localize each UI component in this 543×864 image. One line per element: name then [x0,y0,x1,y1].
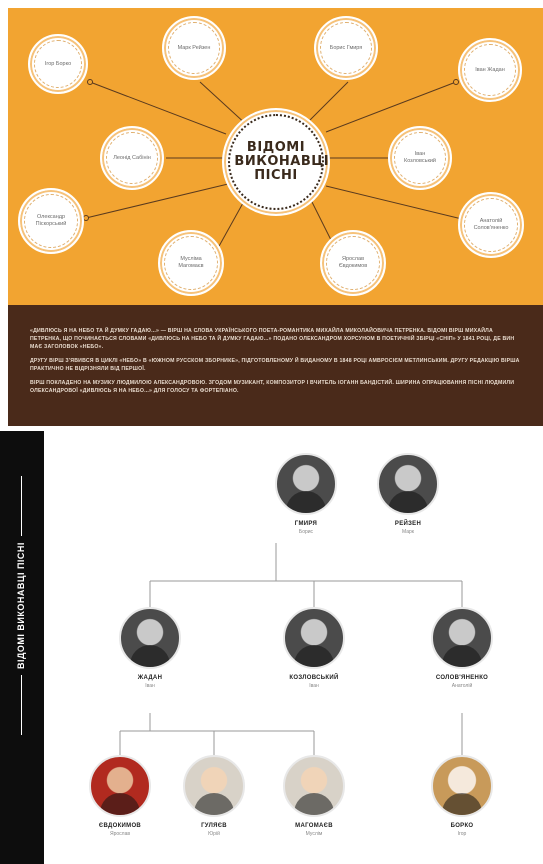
center-title: ВІДОМІ ВИКОНАВЦІ ПІСНІ [234,140,330,183]
info-paragraph: «Дивлюсь я на небо та й думку гадаю...» … [30,328,515,350]
person-borko: БОРКО Ігор [422,755,502,837]
node-kozlovsky: Іван Козловський [388,126,452,190]
portrait-photo [275,453,337,515]
portrait-photo [283,755,345,817]
node-reizen: Марк Рейзен [162,16,226,80]
person-yevdokymov: ЄВДОКИМОВ Ярослав [80,755,160,837]
node-label: Марк Рейзен [177,44,211,51]
portrait-photo [183,755,245,817]
person-surname: МАГОМАЄВ [295,823,333,829]
mindmap-links [85,81,467,249]
person-first-name: Марк [402,529,414,535]
link-joint [87,79,93,85]
node-zhadan: Іван Жадан [458,38,522,102]
person-surname: ЖАДАН [137,675,163,681]
person-magomaev: МАГОМАЄВ Муслім [274,755,354,837]
person-kozlovsky: КОЗЛОВСЬКИЙ Іван [274,607,354,689]
node-label: Іван Жадан [475,66,505,73]
node-borko: Ігор Борко [28,34,88,94]
portrait-photo [119,607,181,669]
info-text-band: «Дивлюсь я на небо та й думку гадаю...» … [8,305,543,426]
portrait-photo [431,755,493,817]
performers-tree: ГМИРЯ Борис РЕЙЗЕН Марк ЖАДАН Іван КОЗЛО… [44,431,543,864]
person-first-name: Ярослав [109,831,131,837]
person-first-name: Іван [309,683,319,689]
node-solovianenko: Анатолій Солов'яненко [458,192,524,258]
person-reizen: РЕЙЗЕН Марк [368,453,448,535]
person-zhadan: ЖАДАН Іван [110,607,190,689]
center-node: ВІДОМІ ВИКОНАВЦІ ПІСНІ [222,108,330,216]
link-joint [453,79,459,85]
side-title-band: ВІДОМІ ВИКОНАВЦІ ПІСНІ [0,431,44,864]
node-label: Ярослав Євдокимов [338,256,368,269]
info-paragraph: Другу вірш з'явився в циклі «Небо» в «Юж… [30,358,520,372]
info-paragraph: Вірш покладено на музику Людмилою Алекса… [30,380,515,394]
side-title: ВІДОМІ ВИКОНАВЦІ ПІСНІ [16,470,26,741]
person-surname: БОРКО [450,823,474,829]
person-surname: КОЗЛОВСЬКИЙ [289,675,339,681]
portrait-photo [377,453,439,515]
person-first-name: Анатолій [451,683,473,689]
person-surname: ГУЛЯЄВ [201,823,227,829]
node-yevdokymov: Ярослав Євдокимов [320,230,386,296]
person-surname: ГМИРЯ [294,521,318,527]
person-huliaiev: ГУЛЯЄВ Юрій [174,755,254,837]
node-label: Леонід Сабінін [113,154,151,161]
node-label: Анатолій Солов'яненко [473,218,509,231]
node-hmyria: Борис Гмиря [314,16,378,80]
person-first-name: Борис [298,529,314,535]
node-magomaev: Мусліма Магомаєв [158,230,224,296]
node-label: Олександр Піскорський [35,214,67,227]
node-label: Мусліма Магомаєв [178,256,204,269]
node-label: Борис Гмиря [329,44,363,51]
person-hmyria: ГМИРЯ Борис [266,453,346,535]
person-surname: РЕЙЗЕН [394,521,422,527]
person-first-name: Іван [145,683,155,689]
person-surname: ЄВДОКИМОВ [98,823,142,829]
tree-connectors [119,543,463,755]
node-piskorsky: Олександр Піскорський [18,188,84,254]
mindmap-panel: ВІДОМІ ВИКОНАВЦІ ПІСНІ Ігор Борко Марк Р… [8,8,543,305]
node-label: Ігор Борко [44,60,72,67]
node-sabinin: Леонід Сабінін [100,126,164,190]
portrait-photo [89,755,151,817]
person-first-name: Юрій [208,831,220,837]
person-first-name: Ігор [457,831,467,837]
portrait-photo [283,607,345,669]
person-surname: СОЛОВ'ЯНЕНКО [435,675,489,681]
portrait-photo [431,607,493,669]
person-solovianenko: СОЛОВ'ЯНЕНКО Анатолій [422,607,502,689]
side-title-text: ВІДОМІ ВИКОНАВЦІ ПІСНІ [16,542,26,669]
node-label: Іван Козловський [403,151,437,164]
person-first-name: Муслім [305,831,323,837]
